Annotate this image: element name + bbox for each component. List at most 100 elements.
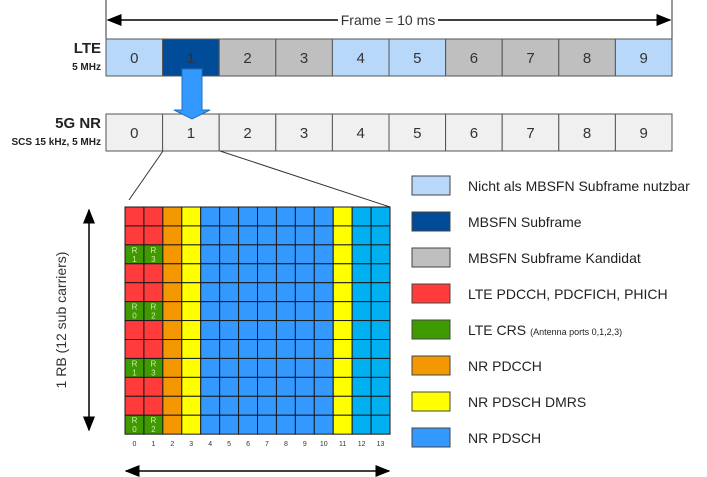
re-nr-dmrs	[332, 357, 353, 378]
re-nr-pdsch	[294, 206, 315, 227]
re-nr-pdsch	[238, 244, 259, 265]
re-nr-pdsch	[238, 357, 259, 378]
re-nr-pdsch	[257, 282, 277, 303]
re-nr-pdsch	[200, 225, 221, 246]
re-nr-pdsch	[257, 225, 277, 246]
crs-label: 3	[151, 368, 156, 377]
re-nr-pdsch	[200, 339, 221, 359]
re-nr-pdsch	[200, 282, 221, 303]
re-nr-pdsch	[351, 225, 372, 246]
re-nr-pdsch	[219, 225, 240, 246]
symbol-label: 1	[151, 441, 155, 448]
re-nr-pdsch	[257, 414, 277, 435]
re-nr-pdsch	[294, 301, 315, 322]
re-nr-pdsch	[219, 263, 240, 284]
re-nr-pdsch	[370, 301, 391, 322]
re-nr-pdsch	[294, 282, 315, 303]
re-nr-pdsch	[200, 414, 221, 435]
lte-subframe-number: 7	[526, 50, 534, 67]
re-lte-pdcch	[124, 320, 145, 341]
re-nr-dmrs	[332, 414, 353, 435]
re-nr-pdsch	[370, 263, 391, 284]
re-nr-pdsch	[351, 320, 372, 341]
re-nr-pdsch	[257, 339, 277, 359]
re-nr-pdsch	[200, 206, 221, 227]
re-nr-pdsch	[294, 395, 315, 416]
re-nr-dmrs	[332, 320, 353, 341]
re-nr-pdsch	[313, 376, 334, 397]
re-nr-pdsch	[200, 376, 221, 397]
crs-label: R	[151, 303, 157, 312]
legend-swatch	[411, 427, 451, 448]
re-nr-pdsch	[238, 282, 259, 303]
re-nr-pdcch	[162, 414, 183, 435]
re-nr-dmrs	[181, 320, 202, 341]
re-nr-dmrs	[181, 301, 202, 322]
nr-subframe-8	[558, 113, 616, 152]
legend-swatch	[411, 355, 451, 376]
lte-subtitle: 5 MHz	[72, 62, 101, 73]
re-nr-pdsch	[351, 301, 372, 322]
crs-label: R	[151, 416, 157, 425]
re-nr-pdsch	[219, 376, 240, 397]
re-nr-pdcch	[162, 320, 183, 341]
re-nr-dmrs	[181, 376, 202, 397]
re-nr-dmrs	[181, 414, 202, 435]
re-nr-pdsch	[219, 206, 240, 227]
legend-swatch	[411, 175, 451, 196]
legend-label: NR PDCCH	[468, 358, 542, 374]
re-nr-pdsch	[294, 414, 315, 435]
re-nr-pdsch	[313, 395, 334, 416]
symbol-label: 6	[246, 441, 250, 448]
re-nr-pdsch	[294, 320, 315, 341]
symbol-label: 4	[208, 441, 212, 448]
re-nr-pdsch	[313, 225, 334, 246]
legend-swatch	[411, 391, 451, 412]
legend-label: NR PDSCH	[468, 430, 541, 446]
re-nr-pdsch	[351, 263, 372, 284]
re-nr-dmrs	[181, 263, 202, 284]
crs-label: R	[151, 359, 157, 368]
re-nr-pdsch	[351, 244, 372, 265]
symbol-label: 5	[227, 441, 231, 448]
re-lte-pdcch	[124, 206, 145, 227]
re-nr-pdsch	[275, 320, 296, 341]
re-nr-pdsch	[351, 357, 372, 378]
re-nr-pdsch	[275, 376, 296, 397]
re-nr-dmrs	[181, 244, 202, 265]
symbol-label: 7	[265, 441, 269, 448]
re-nr-pdsch	[370, 206, 391, 227]
nr-subframe-number: 8	[583, 125, 591, 142]
nr-subframe-5	[388, 113, 447, 152]
symbol-label: 2	[170, 441, 174, 448]
re-nr-pdsch	[370, 357, 391, 378]
lte-subframe-0	[105, 38, 164, 77]
re-nr-dmrs	[332, 376, 353, 397]
re-nr-pdsch	[257, 357, 277, 378]
re-nr-pdcch	[162, 282, 183, 303]
crs-label: R	[132, 359, 138, 368]
re-nr-pdsch	[200, 244, 221, 265]
re-nr-pdsch	[294, 339, 315, 359]
re-nr-dmrs	[332, 206, 353, 227]
nr-subframe-number: 0	[130, 125, 138, 142]
re-nr-pdsch	[370, 395, 391, 416]
re-nr-pdsch	[257, 395, 277, 416]
zoom-line-left	[128, 150, 164, 201]
lte-subframe-number: 9	[640, 50, 648, 67]
re-nr-pdsch	[370, 339, 391, 359]
legend-label: LTE CRS(Antenna ports 0,1,2,3)	[468, 322, 622, 338]
re-nr-pdsch	[313, 357, 334, 378]
re-nr-pdsch	[238, 301, 259, 322]
lte-subframe-number: 1	[187, 50, 195, 67]
legend-swatch	[411, 283, 451, 304]
re-nr-pdsch	[257, 376, 277, 397]
frame-label: Frame = 10 ms	[341, 12, 436, 28]
re-nr-pdsch	[219, 301, 240, 322]
nr-subtitle: SCS 15 kHz, 5 MHz	[12, 137, 101, 148]
re-nr-pdsch	[313, 263, 334, 284]
re-lte-pdcch	[124, 282, 145, 303]
nr-subframe-number: 7	[526, 125, 534, 142]
re-nr-pdcch	[162, 376, 183, 397]
